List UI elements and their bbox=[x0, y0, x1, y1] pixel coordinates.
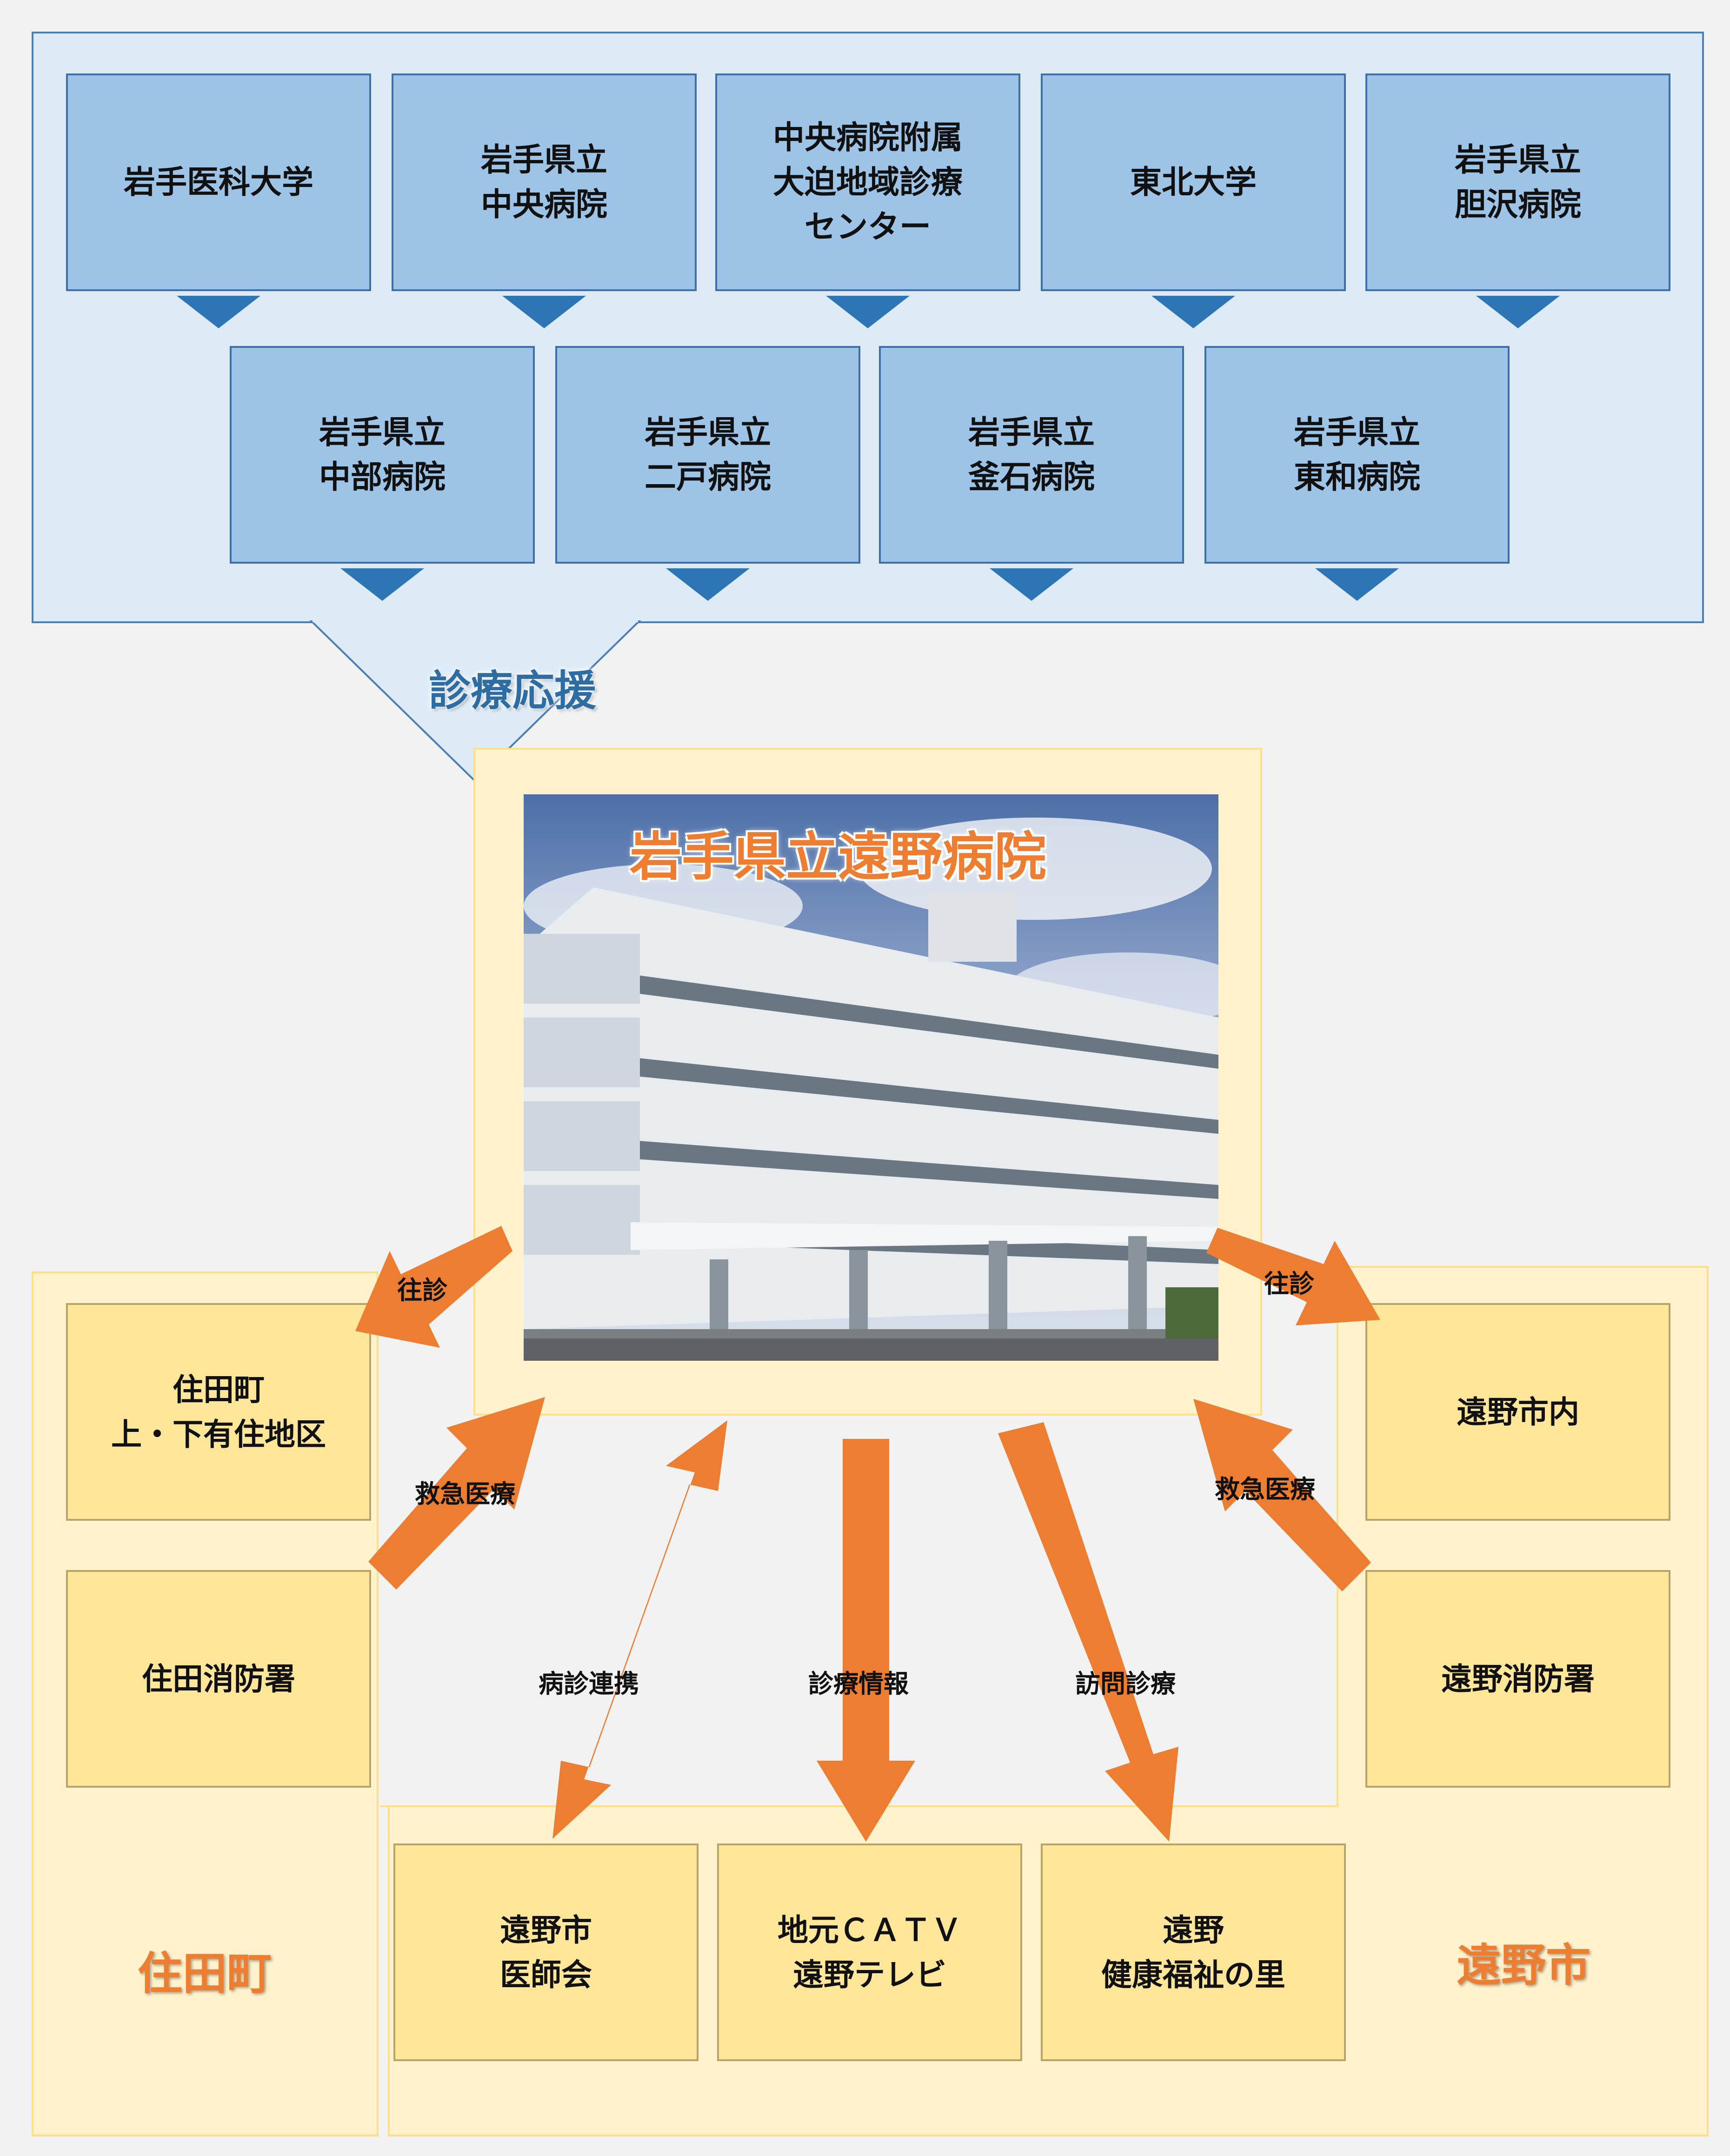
emergency-arrow-left bbox=[368, 1397, 545, 1590]
down-arrow-icon bbox=[1151, 296, 1235, 328]
institution-box: 岩手県立 東和病院 bbox=[1204, 346, 1510, 564]
tono-fire-box: 遠野消防署 bbox=[1365, 1570, 1670, 1788]
down-arrow-icon bbox=[340, 568, 424, 601]
visit-arrow-left bbox=[355, 1226, 512, 1348]
institution-box: 岩手県立 釜石病院 bbox=[879, 346, 1184, 564]
down-arrow-icon bbox=[826, 296, 910, 328]
down-arrow-icon bbox=[502, 296, 586, 328]
emergency-label-left: 救急医療 bbox=[415, 1479, 515, 1509]
sumita-upper-area-box: 住田町 上・下有住地区 bbox=[66, 1303, 371, 1521]
hospital-photo bbox=[524, 794, 1218, 1361]
info-label: 診療情報 bbox=[808, 1669, 909, 1698]
cooperation-label: 病診連携 bbox=[539, 1669, 639, 1698]
tono-label: 遠野市 bbox=[1457, 1939, 1590, 1991]
visit-label-right: 往診 bbox=[1264, 1269, 1314, 1298]
info-arrow bbox=[817, 1439, 915, 1842]
support-label: 診療応援 bbox=[429, 666, 596, 715]
down-arrow-icon bbox=[177, 296, 260, 328]
institution-box: 岩手県立 中部病院 bbox=[230, 346, 535, 564]
sumita-label: 住田町 bbox=[138, 1948, 272, 2000]
visit-arrow-right bbox=[1206, 1228, 1380, 1325]
visit-label-left: 往診 bbox=[397, 1276, 447, 1305]
institution-box: 岩手県立 中央病院 bbox=[392, 73, 697, 291]
institution-box: 岩手県立 二戸病院 bbox=[555, 346, 860, 564]
emergency-arrow-right bbox=[1193, 1399, 1371, 1591]
down-arrow-icon bbox=[666, 568, 750, 601]
down-arrow-icon bbox=[1315, 568, 1399, 601]
catv-box: 地元ＣＡＴＶ 遠野テレビ bbox=[717, 1843, 1022, 2061]
emergency-label-right: 救急医療 bbox=[1215, 1475, 1315, 1504]
down-arrow-icon bbox=[990, 568, 1073, 601]
cooperation-arrow bbox=[552, 1420, 727, 1839]
tono-city-box: 遠野市内 bbox=[1365, 1303, 1670, 1521]
sumita-fire-box: 住田消防署 bbox=[66, 1570, 371, 1788]
home-visit-arrow bbox=[998, 1422, 1178, 1842]
institution-box: 東北大学 bbox=[1041, 73, 1346, 291]
down-arrow-icon bbox=[1476, 296, 1560, 328]
hospital-name: 岩手県立遠野病院 bbox=[630, 827, 1046, 887]
institution-box: 岩手医科大学 bbox=[66, 73, 371, 291]
home-visit-label: 訪問診療 bbox=[1075, 1669, 1176, 1698]
welfare-center-box: 遠野 健康福祉の里 bbox=[1041, 1843, 1346, 2061]
institution-box: 中央病院附属 大迫地域診療 センター bbox=[715, 73, 1020, 291]
doctors-association-box: 遠野市 医師会 bbox=[393, 1843, 699, 2061]
institution-box: 岩手県立 胆沢病院 bbox=[1365, 73, 1670, 291]
